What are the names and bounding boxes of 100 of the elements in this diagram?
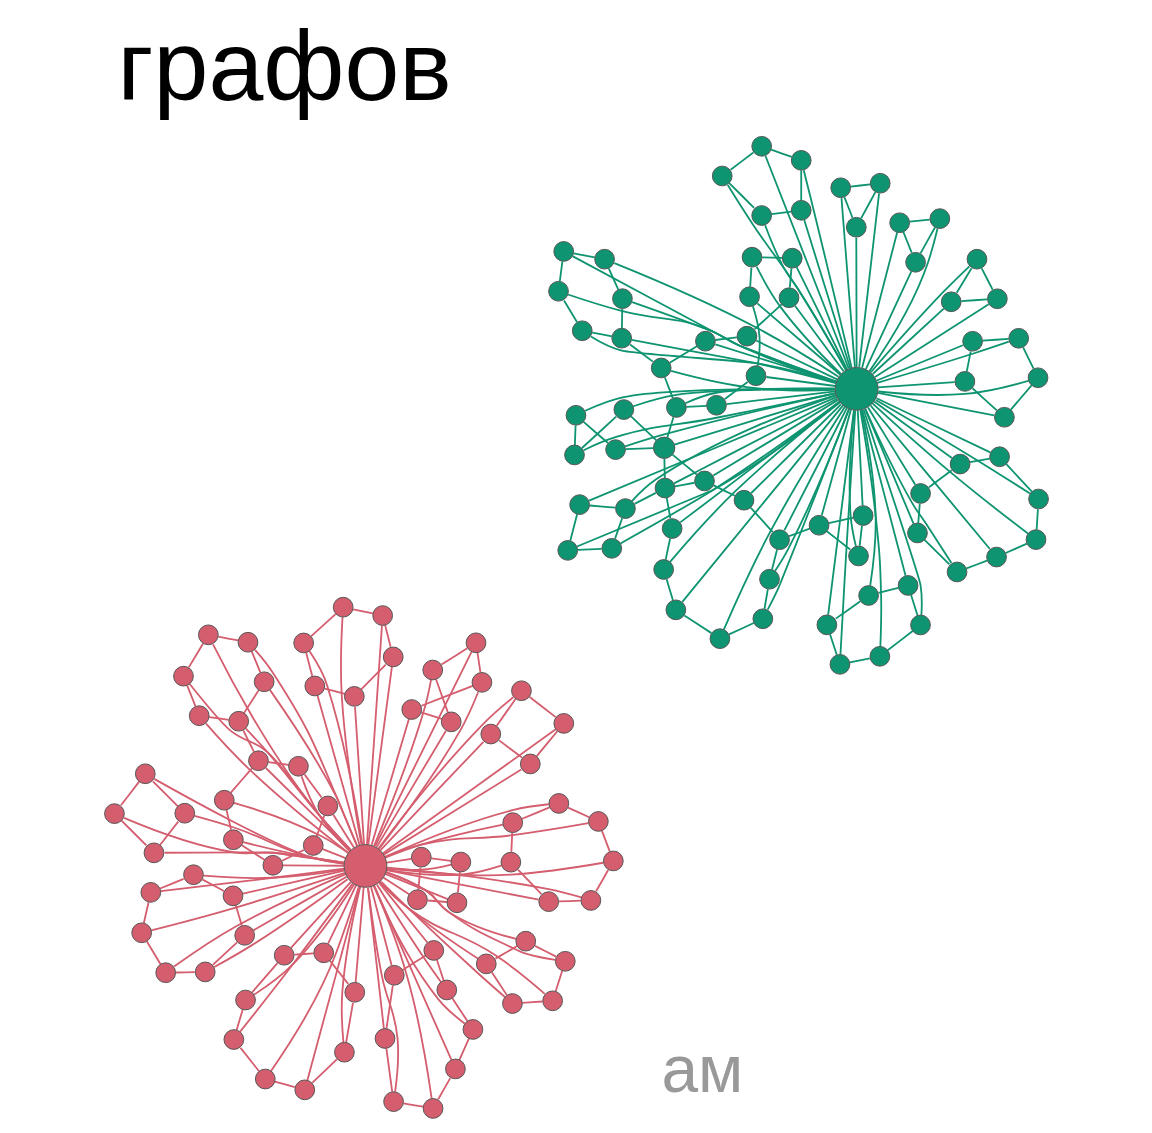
connector bbox=[152, 777, 345, 865]
node-circle bbox=[343, 981, 365, 1003]
connector bbox=[859, 408, 877, 587]
connector bbox=[749, 403, 842, 494]
connector bbox=[908, 218, 931, 223]
node-circle bbox=[790, 149, 812, 171]
connector bbox=[188, 683, 351, 851]
connector bbox=[420, 685, 474, 707]
connector bbox=[211, 941, 238, 966]
connector bbox=[711, 399, 839, 477]
node-circle bbox=[446, 892, 467, 914]
connector bbox=[669, 369, 836, 392]
node-circle bbox=[374, 1028, 395, 1049]
connector bbox=[244, 727, 351, 851]
connector bbox=[293, 952, 315, 956]
connector bbox=[340, 885, 361, 1043]
connector bbox=[862, 408, 923, 617]
connector bbox=[727, 182, 755, 209]
node-circle bbox=[563, 444, 585, 466]
connector bbox=[901, 231, 913, 254]
connector bbox=[185, 684, 196, 708]
connector bbox=[379, 880, 506, 998]
connector bbox=[965, 350, 972, 373]
node-circle bbox=[745, 365, 766, 387]
connector bbox=[663, 376, 674, 399]
connector bbox=[628, 343, 654, 363]
node-circle bbox=[904, 251, 926, 273]
connector bbox=[613, 517, 623, 540]
node-circle bbox=[781, 247, 803, 269]
connector bbox=[268, 688, 358, 847]
connector bbox=[753, 303, 783, 330]
node-circle bbox=[547, 280, 569, 302]
connector bbox=[316, 694, 361, 847]
node-circle bbox=[741, 246, 762, 268]
connector bbox=[521, 1000, 543, 1004]
connector bbox=[401, 954, 426, 971]
connector bbox=[326, 884, 357, 945]
connector bbox=[665, 496, 671, 520]
node-circle bbox=[1025, 529, 1046, 550]
connector bbox=[120, 819, 147, 847]
connector bbox=[769, 148, 793, 158]
connector bbox=[588, 504, 616, 509]
node-circle bbox=[847, 545, 869, 567]
connector bbox=[875, 397, 991, 454]
node-circle bbox=[449, 851, 471, 873]
node-circle bbox=[751, 608, 773, 630]
node-circle bbox=[223, 1029, 244, 1050]
node-circle bbox=[382, 646, 404, 668]
node-circle bbox=[172, 665, 194, 687]
connector bbox=[828, 633, 838, 656]
node-circle bbox=[738, 286, 760, 308]
connector bbox=[864, 270, 912, 370]
connector bbox=[207, 716, 230, 721]
connector bbox=[378, 881, 546, 995]
connector bbox=[289, 881, 352, 949]
node-circle bbox=[435, 979, 457, 1001]
connector bbox=[122, 816, 345, 864]
connector bbox=[630, 339, 837, 384]
node-circle bbox=[949, 453, 970, 475]
connector bbox=[476, 651, 481, 674]
node-circle bbox=[988, 446, 1010, 468]
node-circle bbox=[262, 854, 283, 876]
node-circle bbox=[565, 404, 586, 426]
node-circle bbox=[869, 645, 890, 667]
connector bbox=[202, 868, 345, 879]
connector bbox=[712, 484, 736, 497]
connector bbox=[633, 491, 657, 505]
connector bbox=[253, 649, 358, 847]
connector bbox=[923, 539, 950, 566]
connector bbox=[859, 409, 882, 648]
connector bbox=[568, 513, 578, 542]
node-circle bbox=[568, 494, 590, 515]
connector bbox=[369, 886, 393, 967]
node-circle bbox=[857, 585, 879, 606]
connector bbox=[187, 642, 204, 669]
node-circle bbox=[139, 882, 161, 903]
connector bbox=[351, 608, 374, 615]
node-circle bbox=[422, 940, 444, 961]
connector bbox=[927, 469, 953, 489]
diagram-title: графов bbox=[117, 11, 452, 122]
node-circle bbox=[343, 844, 387, 888]
connector bbox=[624, 447, 654, 451]
node-circle bbox=[552, 241, 574, 262]
connector bbox=[554, 969, 563, 993]
connector bbox=[590, 331, 613, 338]
connector bbox=[251, 875, 347, 932]
connector bbox=[264, 767, 351, 852]
connector bbox=[435, 959, 445, 982]
node-circle bbox=[602, 850, 624, 872]
connector bbox=[383, 823, 504, 859]
connector bbox=[149, 871, 346, 932]
connector bbox=[840, 197, 856, 369]
node-circle bbox=[514, 930, 536, 952]
connector bbox=[1035, 508, 1039, 531]
node-circle bbox=[610, 327, 632, 349]
node-circle bbox=[665, 599, 686, 621]
node-circle bbox=[808, 514, 829, 536]
connector bbox=[802, 219, 851, 370]
connector bbox=[802, 169, 853, 369]
connector bbox=[440, 647, 468, 666]
